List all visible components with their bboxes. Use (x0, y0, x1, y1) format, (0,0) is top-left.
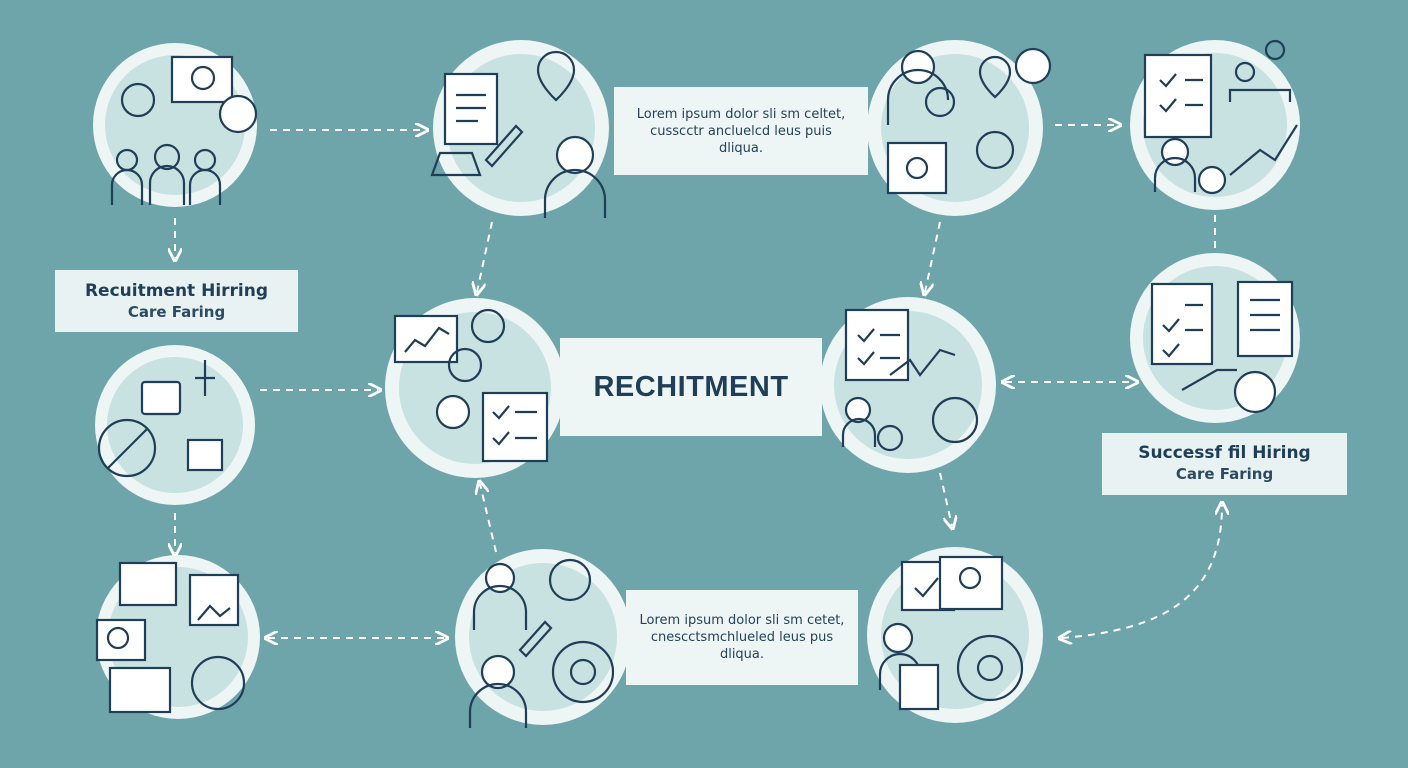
banner-bottom: Lorem ipsum dolor sli sm cetet, cnesccts… (626, 590, 858, 685)
sun-icon (120, 82, 156, 118)
analytics-chart-icon (393, 314, 459, 364)
label-line1: Recuitment Hirring (84, 281, 269, 301)
node-team-ideas (93, 43, 258, 207)
presentation-icon (108, 666, 172, 714)
gear-icon (447, 347, 483, 383)
person-icon (555, 135, 595, 175)
growth-arrow-icon (1229, 124, 1298, 176)
node-candidate-selection (1130, 39, 1300, 210)
person-icon (480, 654, 516, 690)
node-hiring-decision (867, 547, 1043, 723)
team-icon (1228, 88, 1292, 102)
node-tools-process (95, 345, 255, 505)
gear-icon (924, 86, 956, 118)
person-icon (882, 622, 914, 654)
banner-bottom-text: Lorem ipsum dolor sli sm cetet, cnesccts… (639, 613, 845, 662)
banner-top-text: Lorem ipsum dolor sli sm celtet, cusscct… (636, 106, 846, 156)
checklist-icon (1143, 53, 1213, 139)
label-successful-hiring: Successf fil Hiring Care Faring (1102, 433, 1347, 495)
chat-bubble-icon (118, 561, 178, 607)
node-evaluation (820, 297, 996, 473)
pencil-icon (484, 124, 524, 168)
person-icon (435, 394, 471, 430)
node-recruitment-center (385, 298, 565, 478)
arrow-11-to-right-label (1062, 505, 1222, 638)
connector-arrows (175, 125, 1222, 638)
node-onboarding (455, 549, 631, 728)
gear-icon (170, 55, 234, 104)
label-line2: Care Faring (1175, 465, 1274, 483)
arrow-3-to-6 (925, 221, 941, 292)
gear-icon (931, 396, 979, 444)
briefcase-icon (886, 141, 948, 195)
banner-top: Lorem ipsum dolor sli sm celtet, cusscct… (614, 87, 868, 175)
arrow-center-to-10 (480, 484, 497, 553)
search-chat-icon (95, 618, 147, 662)
person-icon (900, 49, 936, 85)
location-pin-icon (978, 55, 1012, 99)
wrench-icon (107, 427, 149, 469)
checklist-icon (481, 391, 549, 463)
location-pin-icon (536, 50, 576, 102)
center-title-banner: RECHITMENT (560, 338, 822, 436)
label-line2: Care Faring (127, 303, 226, 321)
toolbox-icon (186, 438, 224, 472)
trend-arrow-icon (889, 348, 956, 377)
gear-icon (551, 640, 615, 704)
resume-icon (1150, 282, 1214, 366)
person-icon (484, 562, 516, 594)
node-application-review (430, 40, 609, 218)
clock-icon (218, 94, 258, 134)
label-recruitment-hiring: Recuitment Hirring Care Faring (55, 270, 298, 332)
info-icon (1014, 47, 1052, 85)
center-title: RECHITMENT (593, 370, 789, 403)
gear-icon (470, 308, 506, 344)
document-icon (1236, 280, 1294, 358)
gear-icon (548, 558, 592, 602)
gear-icon (190, 655, 246, 711)
node-interview-screening (95, 555, 260, 719)
person-icon (844, 396, 872, 424)
compass-icon (1233, 370, 1277, 414)
profile-card-icon (938, 555, 1004, 611)
image-card-icon (188, 573, 240, 627)
gear-icon (97, 418, 157, 478)
person-icon (195, 360, 215, 396)
arrow-6-to-11 (939, 472, 952, 526)
document-icon (898, 663, 940, 711)
briefcase-icon (140, 380, 182, 416)
pencil-icon (518, 620, 553, 658)
node-skills-assessment (1130, 253, 1300, 423)
gear-icon (975, 130, 1015, 170)
arrow-2-to-center (477, 221, 493, 292)
coin-icon (1197, 165, 1227, 195)
node-job-planning (867, 40, 1052, 216)
gear-icon (956, 634, 1024, 702)
label-line1: Successf fil Hiring (1138, 443, 1311, 463)
